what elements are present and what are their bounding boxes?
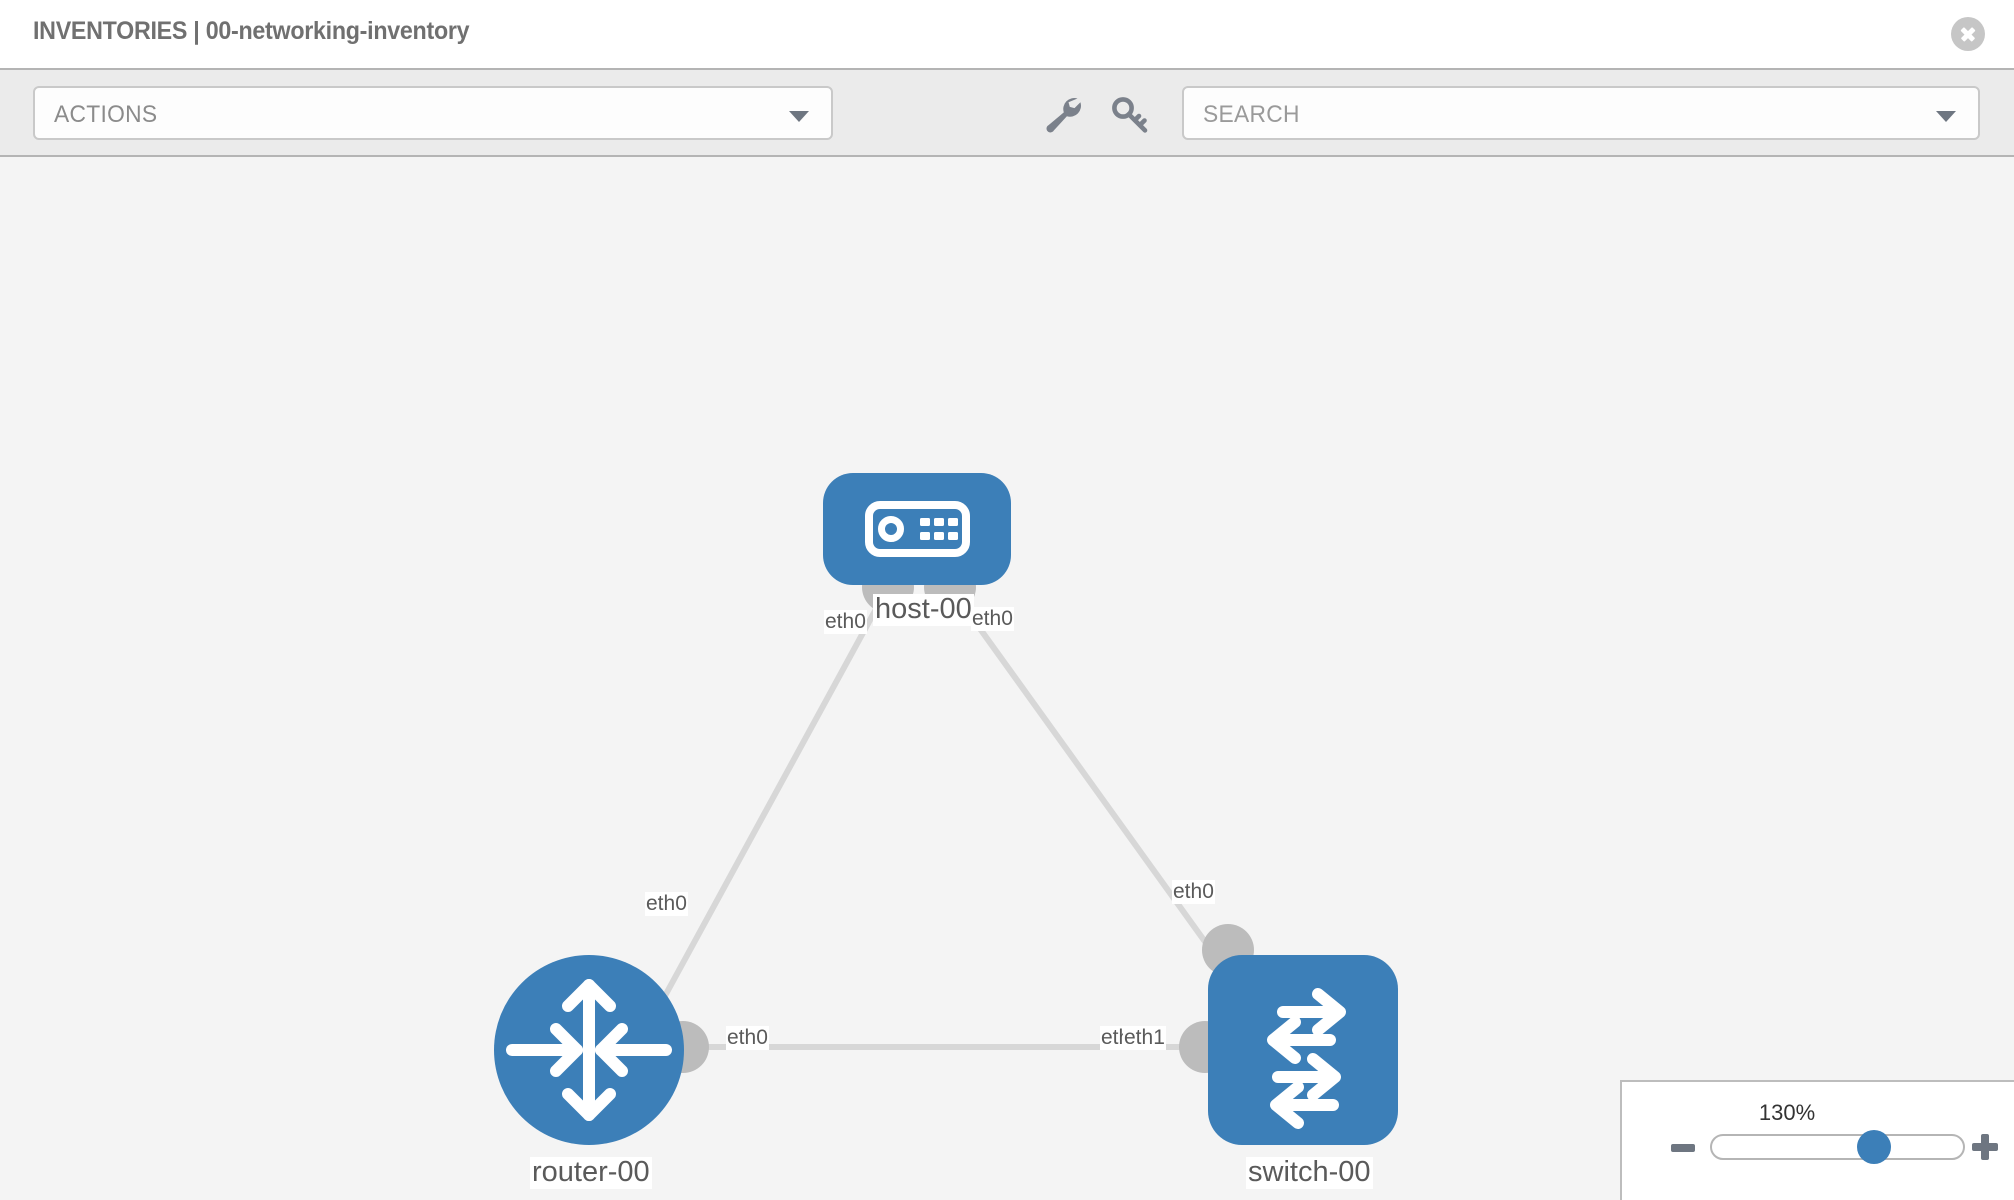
node-label-router-00: router-00 xyxy=(530,1156,652,1189)
node-switch-00[interactable] xyxy=(1208,955,1398,1145)
node-label-switch-00: switch-00 xyxy=(1246,1156,1373,1189)
wrench-icon[interactable] xyxy=(1040,92,1086,138)
topology-links xyxy=(657,585,1219,1050)
zoom-slider-thumb[interactable] xyxy=(1857,1130,1892,1164)
page-header: INVENTORIES | 00-networking-inventory xyxy=(0,0,2014,68)
zoom-level-label: 130% xyxy=(1758,1100,1816,1125)
close-icon[interactable] xyxy=(1951,17,1985,51)
search-placeholder: SEARCH xyxy=(1203,101,1300,128)
chevron-down-icon xyxy=(789,111,809,122)
port-label-router00-eth0-uplink: eth0 xyxy=(645,892,688,917)
node-host-00[interactable] xyxy=(823,473,1011,585)
actions-dropdown-label: ACTIONS xyxy=(54,101,158,128)
link-host00-switch00[interactable] xyxy=(947,585,1219,959)
switch-arrows-icon xyxy=(1267,988,1346,1129)
node-label-host-00: host-00 xyxy=(873,593,974,626)
port-label-host00-eth0-left: eth0 xyxy=(824,610,867,635)
port-label-router00-eth0: eth0 xyxy=(726,1026,769,1051)
topology-graph xyxy=(494,473,1398,1145)
toolbar: ACTIONS SEARCH xyxy=(0,68,2014,157)
topology-canvas[interactable]: host-00 router-00 switch-00 eth0 eth0 et… xyxy=(0,157,2014,1200)
key-icon[interactable] xyxy=(1107,92,1153,138)
page-title: INVENTORIES | 00-networking-inventory xyxy=(33,17,470,45)
plus-icon[interactable] xyxy=(1972,1134,1998,1160)
port-label-host00-eth0-right: eth0 xyxy=(971,607,1014,632)
search-input[interactable]: SEARCH xyxy=(1182,86,1980,140)
port-label-switch00-eth1: eth1 xyxy=(1123,1026,1166,1051)
server-icon xyxy=(865,501,970,557)
zoom-control-panel: 130% xyxy=(1620,1080,2014,1200)
router-arrows-icon xyxy=(506,979,672,1121)
actions-dropdown[interactable]: ACTIONS xyxy=(33,86,833,140)
minus-icon[interactable] xyxy=(1671,1144,1695,1152)
node-router-00[interactable] xyxy=(494,955,684,1145)
chevron-down-icon xyxy=(1936,111,1956,122)
port-label-switch00-eth0: eth0 xyxy=(1172,880,1215,905)
link-host00-router00[interactable] xyxy=(657,585,891,1007)
topology-ports xyxy=(657,561,1254,1073)
zoom-slider[interactable] xyxy=(1710,1130,1965,1164)
